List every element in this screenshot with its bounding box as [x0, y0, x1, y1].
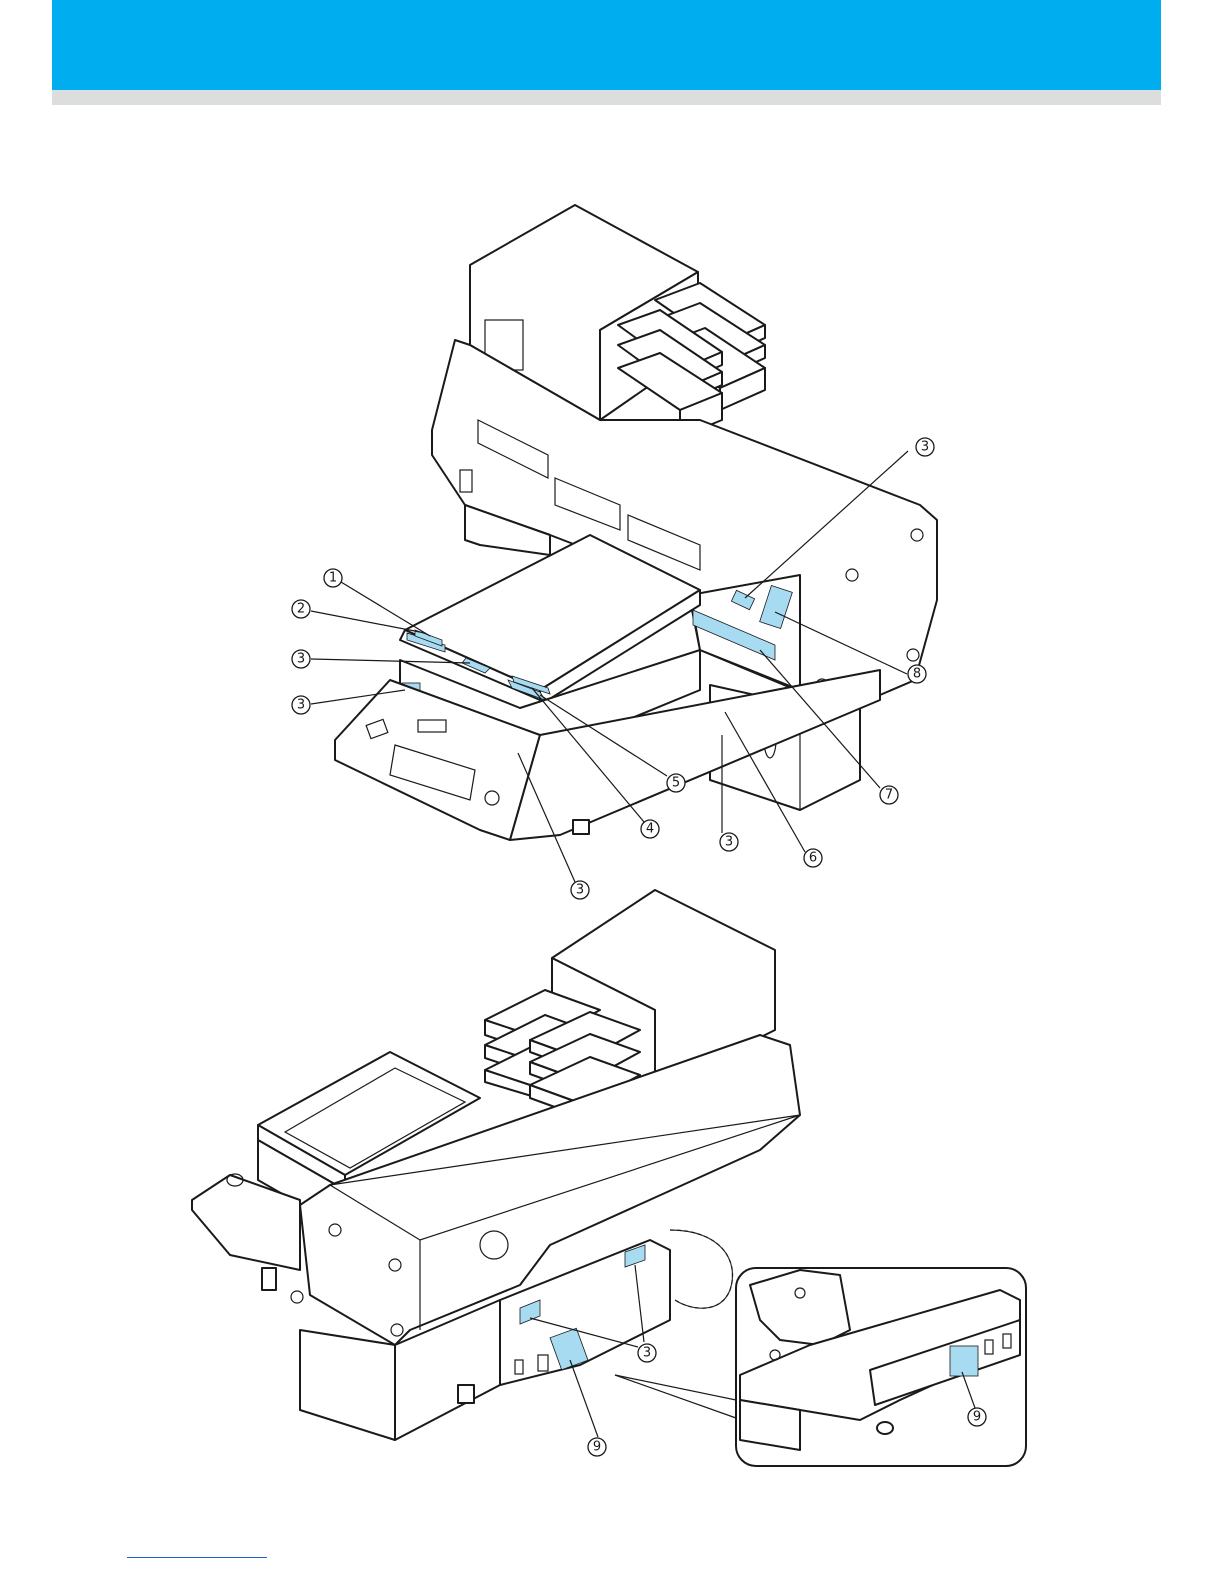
callout-8: 8	[908, 665, 926, 683]
rear-detail-inset	[736, 1268, 1026, 1466]
callout-2-text: 2	[297, 602, 305, 617]
callout-3-text: 3	[643, 1346, 651, 1361]
callout-3-left: 3	[292, 696, 310, 714]
callout-3-cabinet: 3	[720, 833, 738, 851]
callout-9-text: 9	[593, 1440, 601, 1455]
callout-7: 7	[880, 786, 898, 804]
callout-9-text: 9	[973, 1410, 981, 1425]
footer-link-underline[interactable]	[127, 1557, 267, 1558]
printer-front-view	[335, 205, 937, 840]
callout-1: 1	[324, 569, 342, 587]
inset-label-9	[950, 1346, 978, 1376]
inset-callout-9: 9	[968, 1408, 986, 1426]
callout-3-table: 3	[292, 650, 310, 668]
callout-3-text: 3	[297, 698, 305, 713]
printer-rear-view	[192, 890, 800, 1440]
callout-3-text: 3	[921, 440, 929, 455]
callout-7-text: 7	[885, 788, 893, 803]
callout-1-text: 1	[329, 571, 337, 586]
rear-callout-3: 3	[638, 1344, 656, 1362]
callout-4: 4	[641, 820, 659, 838]
callout-2: 2	[292, 600, 310, 618]
callout-5-text: 5	[672, 776, 680, 791]
callout-3-text: 3	[576, 883, 584, 898]
callout-3-text: 3	[725, 835, 733, 850]
callout-6: 6	[804, 849, 822, 867]
callout-3-front: 3	[571, 881, 589, 899]
callout-6-text: 6	[809, 851, 817, 866]
rear-callout-9: 9	[588, 1438, 606, 1456]
callout-4-text: 4	[646, 822, 654, 837]
callout-8-text: 8	[913, 667, 921, 682]
callout-5: 5	[667, 774, 685, 792]
callout-3-carriage: 3	[916, 438, 934, 456]
callout-3-text: 3	[297, 652, 305, 667]
